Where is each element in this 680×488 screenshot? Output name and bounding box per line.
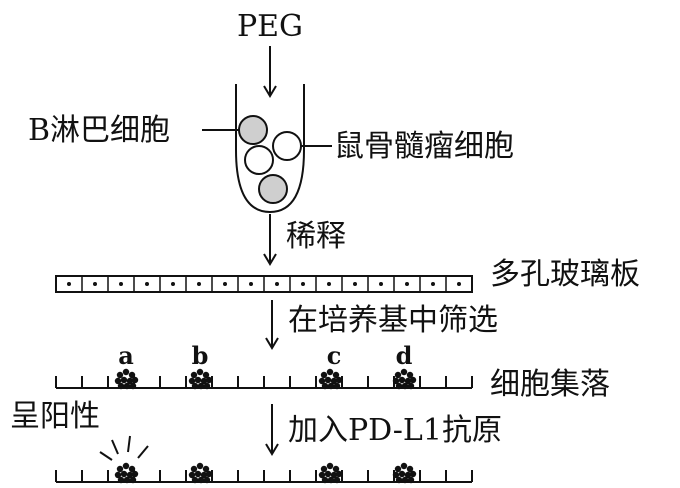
well-dot <box>457 282 461 286</box>
cell-colony <box>318 368 343 390</box>
myeloma-cell-right <box>272 131 302 161</box>
cell-colony <box>188 462 213 484</box>
well-label-a: a <box>118 341 134 370</box>
antigen-arrow <box>265 404 279 456</box>
myeloma-label: 鼠骨髓瘤细胞 <box>334 129 514 164</box>
cell-colony <box>188 368 213 390</box>
dilute-label: 稀释 <box>286 219 346 254</box>
colony-label: 细胞集落 <box>490 367 610 402</box>
peg-label: PEG <box>237 9 303 44</box>
well-dot <box>431 282 435 286</box>
well-dot <box>275 282 279 286</box>
well-dot <box>405 282 409 286</box>
b-cell-bottom <box>258 174 288 204</box>
well-dot <box>327 282 331 286</box>
well-label-b: b <box>192 341 209 370</box>
well-dot <box>353 282 357 286</box>
positive-glow-rays <box>99 435 149 461</box>
cell-colony <box>114 462 139 484</box>
screen-label: 在培养基中筛选 <box>288 303 498 338</box>
well-dot <box>119 282 123 286</box>
well-dot <box>301 282 305 286</box>
cell-colony <box>392 462 417 484</box>
myeloma-cell-left <box>244 145 274 175</box>
b-cell-label: B淋巴细胞 <box>28 113 170 148</box>
dilute-arrow <box>263 214 277 266</box>
peg-arrow <box>263 46 277 98</box>
plate-label: 多孔玻璃板 <box>490 257 640 292</box>
well-dot <box>145 282 149 286</box>
colony-plate <box>55 368 473 390</box>
well-dot <box>379 282 383 286</box>
well-dot <box>197 282 201 286</box>
cell-colony <box>114 368 139 390</box>
cell-colony <box>318 462 343 484</box>
multiwell-plate <box>55 275 473 293</box>
well-dot <box>171 282 175 286</box>
well-label-c: c <box>327 341 342 370</box>
well-dot <box>223 282 227 286</box>
positive-label: 呈阳性 <box>10 399 100 434</box>
well-label-d: d <box>396 341 413 370</box>
well-dot <box>93 282 97 286</box>
well-dot <box>67 282 71 286</box>
antigen-plate <box>55 462 473 484</box>
cell-colony <box>392 368 417 390</box>
test-tube <box>235 84 305 214</box>
b-cell-top <box>238 115 268 145</box>
antigen-label: 加入PD-L1抗原 <box>288 413 502 448</box>
screen-arrow <box>265 300 279 350</box>
well-dot <box>249 282 253 286</box>
